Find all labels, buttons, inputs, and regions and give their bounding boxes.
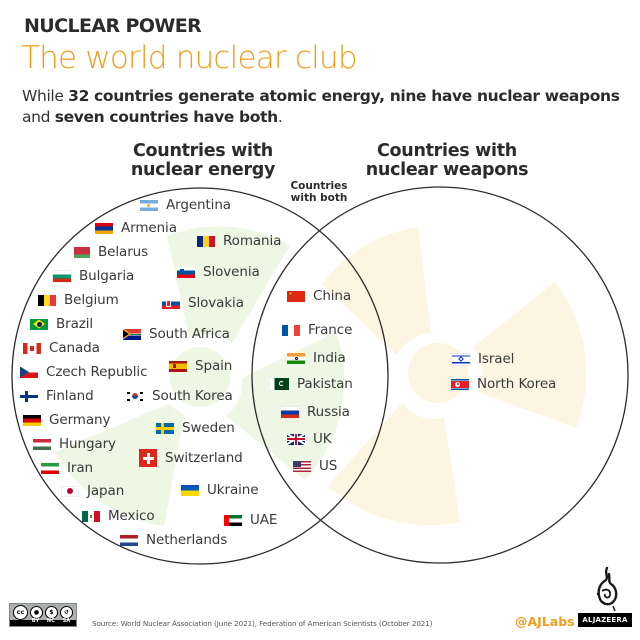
country-south-korea: South Korea [126, 388, 233, 404]
country-armenia: Armenia [95, 220, 177, 236]
country-slovakia: Slovakia [162, 295, 244, 311]
north-korea-flag [451, 378, 469, 390]
slovenia-flag [177, 266, 195, 278]
weapons-circle [251, 186, 629, 564]
ukraine-flag [181, 484, 199, 496]
attribution-icon: ● [30, 605, 43, 619]
armenia-flag [95, 222, 113, 234]
country-russia: Russia [281, 404, 350, 420]
creative-commons-license-badge: cc ● $ ↺ BY NC SA [9, 603, 77, 627]
country-hungary: Hungary [33, 436, 116, 452]
india-flag [287, 352, 305, 364]
country-argentina: Argentina [140, 197, 231, 213]
country-pakistan: Pakistan [270, 376, 353, 392]
country-belarus: Belarus [72, 244, 148, 260]
sharealike-icon: ↺ [60, 605, 73, 619]
china-flag [287, 290, 305, 302]
country-netherlands: Netherlands [120, 532, 227, 548]
iran-flag [41, 462, 59, 474]
country-south-africa: South Africa [123, 326, 230, 342]
country-china: China [287, 288, 351, 304]
netherlands-flag [120, 534, 138, 546]
france-flag [282, 324, 300, 336]
czech-flag [20, 366, 38, 378]
brazil-flag [30, 318, 48, 330]
kicker: NUCLEAR POWER [24, 15, 202, 37]
country-ukraine: Ukraine [181, 482, 259, 498]
country-finland: Finland [20, 388, 94, 404]
country-germany: Germany [23, 412, 110, 428]
country-uae: UAE [224, 512, 277, 528]
country-sweden: Sweden [156, 420, 235, 436]
hungary-flag [33, 438, 51, 450]
germany-flag [23, 414, 41, 426]
uae-flag [224, 514, 242, 526]
spain-flag [169, 360, 187, 372]
country-north-korea: North Korea [451, 376, 556, 392]
argentina-flag [140, 199, 158, 211]
belarus-flag [72, 246, 90, 258]
country-canada: Canada [23, 340, 100, 356]
country-belgium: Belgium [38, 292, 119, 308]
energy-trefoil-icon [55, 226, 345, 526]
source-note: Source: World Nuclear Association (June … [92, 619, 433, 628]
sweden-flag [156, 422, 174, 434]
noncommercial-icon: $ [45, 605, 58, 619]
country-uk: UK [287, 431, 332, 447]
country-us: US [293, 458, 337, 474]
cc-icon: cc [13, 604, 28, 620]
south-korea-flag [126, 390, 144, 402]
subtitle: While 32 countries generate atomic energ… [22, 87, 620, 126]
japan-flag [61, 485, 79, 497]
bulgaria-flag [53, 270, 71, 282]
country-japan: Japan [61, 483, 124, 499]
energy-circle [11, 187, 389, 565]
aljazeera-wordmark: ALJAZEERA [578, 613, 632, 627]
country-spain: Spain [169, 358, 232, 374]
mexico-flag [82, 510, 100, 522]
country-india: India [287, 350, 346, 366]
slovakia-flag [162, 297, 180, 309]
aljazeera-logo-icon [596, 566, 618, 612]
country-mexico: Mexico [82, 508, 155, 524]
belgium-flag [38, 294, 56, 306]
country-czech-republic: Czech Republic [20, 364, 147, 380]
russia-flag [281, 406, 299, 418]
ajlabs-handle: @AJLabs [515, 614, 575, 629]
country-france: France [282, 322, 352, 338]
country-switzerland: Switzerland [139, 449, 243, 467]
country-israel: Israel [452, 351, 514, 367]
south-africa-flag [123, 328, 141, 340]
finland-flag [20, 390, 38, 402]
country-romania: Romania [197, 233, 281, 249]
us-flag [293, 460, 311, 472]
country-bulgaria: Bulgaria [53, 268, 134, 284]
country-slovenia: Slovenia [177, 264, 260, 280]
page-title: The world nuclear club [21, 40, 358, 76]
country-brazil: Brazil [30, 316, 93, 332]
country-iran: Iran [41, 460, 93, 476]
pakistan-flag [270, 378, 289, 390]
israel-flag [452, 353, 470, 365]
uk-flag [287, 433, 305, 445]
switzerland-flag [139, 449, 157, 467]
canada-flag [23, 342, 41, 354]
weapons-trefoil-icon [322, 227, 587, 526]
romania-flag [197, 235, 215, 247]
